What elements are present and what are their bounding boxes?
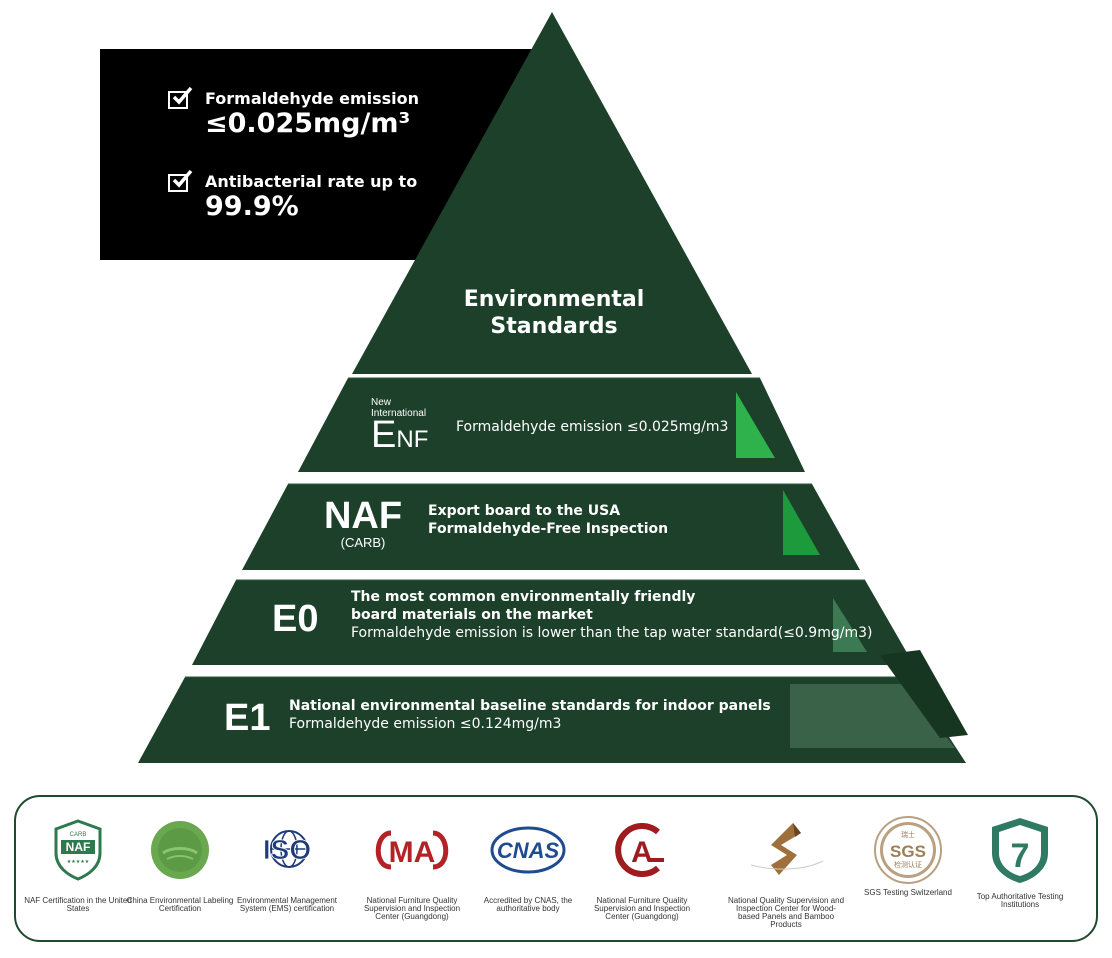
tier-enf-accent: [736, 392, 775, 458]
naf-shield-icon: CARB NAF ★★★★★: [54, 819, 102, 881]
tier-naf-mark: NAF (CARB): [318, 496, 408, 549]
e1-desc-line1: National environmental baseline standard…: [289, 698, 771, 714]
e0-desc-line3: Formaldehyde emission is lower than the …: [351, 625, 873, 641]
tier-e0-desc: The most common environmentally friendly…: [351, 588, 872, 642]
naf-desc-line2: Formaldehyde-Free Inspection: [428, 521, 669, 537]
checkbox-checked-icon: [168, 86, 193, 109]
cert-wood-panels: National Quality Supervision and Inspect…: [726, 815, 846, 929]
tier-naf-shape: [242, 484, 860, 570]
tier-e0-accent: [833, 598, 867, 652]
cert-caption: Environmental Management System (EMS) ce…: [236, 896, 338, 913]
top7-shield-icon: 7: [992, 818, 1048, 883]
info-item-label: Formaldehyde emission: [205, 89, 420, 108]
cert-iso: ISO Environmental Management System (EMS…: [227, 815, 347, 913]
tier-e0-shape: [192, 580, 914, 665]
sgs-seal-icon: 瑞士 SGS 检测认证: [874, 816, 942, 884]
cert-cma: MA National Furniture Quality Supervisio…: [352, 815, 472, 921]
tier-e1-mark: E1: [224, 697, 271, 739]
certification-bar: [14, 795, 1098, 942]
cert-sgs: 瑞士 SGS 检测认证 SGS Testing Switzerland: [848, 815, 968, 897]
e0-desc-line2: board materials on the market: [351, 607, 593, 623]
svg-text:MA: MA: [389, 836, 436, 869]
enf-mark-letter: E: [371, 414, 397, 456]
tier-naf-desc: Export board to the USA Formaldehyde-Fre…: [428, 502, 668, 538]
tier-e1-desc: National environmental baseline standard…: [289, 697, 771, 733]
info-box: Formaldehyde emission ≤0.025mg/m³ Antiba…: [100, 49, 532, 260]
wood-panel-center-icon: [750, 823, 824, 875]
pyramid-diagram: [138, 12, 968, 763]
cert-caption: National Furniture Quality Supervision a…: [363, 896, 461, 921]
info-item-value: 99.9%: [205, 191, 299, 222]
enf-mark-caption: New International: [371, 397, 427, 419]
pyramid-apex: [352, 12, 752, 374]
svg-text:ISO: ISO: [263, 834, 311, 865]
ribbon-fold: [880, 650, 968, 738]
china-environmental-label-icon: [151, 821, 209, 879]
svg-text:NAF: NAF: [66, 840, 91, 854]
cert-cal: A National Furniture Quality Supervision…: [582, 815, 702, 921]
cert-caption: National Furniture Quality Supervision a…: [593, 896, 691, 921]
tier-e0-mark: E0: [272, 598, 319, 640]
cert-caption: NAF Certification in the United States: [24, 896, 132, 913]
cert-top7: 7 Top Authoritative Testing Institutions: [960, 815, 1080, 909]
cert-china-environmental: China Environmental Labeling Certificati…: [120, 815, 240, 913]
cert-caption: SGS Testing Switzerland: [864, 888, 952, 897]
checkbox-checked-icon: [168, 169, 193, 192]
svg-text:A: A: [631, 836, 653, 869]
cert-caption: China Environmental Labeling Certificati…: [126, 896, 234, 913]
pyramid-title-line2: Standards: [490, 314, 618, 339]
tier-enf-shape: [298, 378, 805, 472]
tier-enf-mark: New International ENF: [371, 397, 441, 458]
svg-text:CNAS: CNAS: [497, 838, 560, 863]
svg-text:CARB: CARB: [70, 832, 87, 838]
cert-cnas: CNAS Accredited by CNAS, the authoritati…: [468, 815, 588, 913]
tier-e1-shape: [138, 677, 966, 763]
svg-text:瑞士: 瑞士: [901, 830, 915, 839]
cal-icon: A: [615, 823, 664, 877]
info-item-label: Antibacterial rate up to: [205, 172, 418, 191]
iso-icon: ISO: [262, 830, 312, 868]
cert-caption: Accredited by CNAS, the authoritative bo…: [483, 896, 573, 913]
e0-desc-line1: The most common environmentally friendly: [351, 589, 696, 605]
cert-naf: CARB NAF ★★★★★ NAF Certification in the …: [18, 815, 138, 913]
cert-caption: National Quality Supervision and Inspect…: [727, 896, 845, 929]
svg-text:7: 7: [1011, 837, 1030, 875]
tier-naf-accent: [783, 490, 820, 555]
svg-text:★★★★★: ★★★★★: [67, 859, 90, 865]
pyramid-title-line1: Environmental: [463, 287, 645, 312]
naf-desc-line1: Export board to the USA: [428, 503, 621, 519]
pyramid-title: Environmental Standards: [414, 286, 694, 340]
tier-enf-desc: Formaldehyde emission ≤0.025mg/m3: [456, 419, 729, 435]
naf-mark-sub: (CARB): [340, 535, 386, 550]
cert-caption: Top Authoritative Testing Institutions: [976, 892, 1064, 909]
svg-text:SGS: SGS: [890, 842, 926, 861]
e1-desc-line2: Formaldehyde emission ≤0.124mg/m3: [289, 716, 562, 732]
naf-mark-text: NAF: [323, 495, 403, 537]
enf-mark-sub: NF: [396, 426, 429, 453]
cma-icon: MA: [375, 830, 449, 870]
info-item-value: ≤0.025mg/m³: [205, 108, 411, 139]
cnas-icon: CNAS: [490, 826, 566, 874]
svg-text:检测认证: 检测认证: [894, 860, 922, 869]
